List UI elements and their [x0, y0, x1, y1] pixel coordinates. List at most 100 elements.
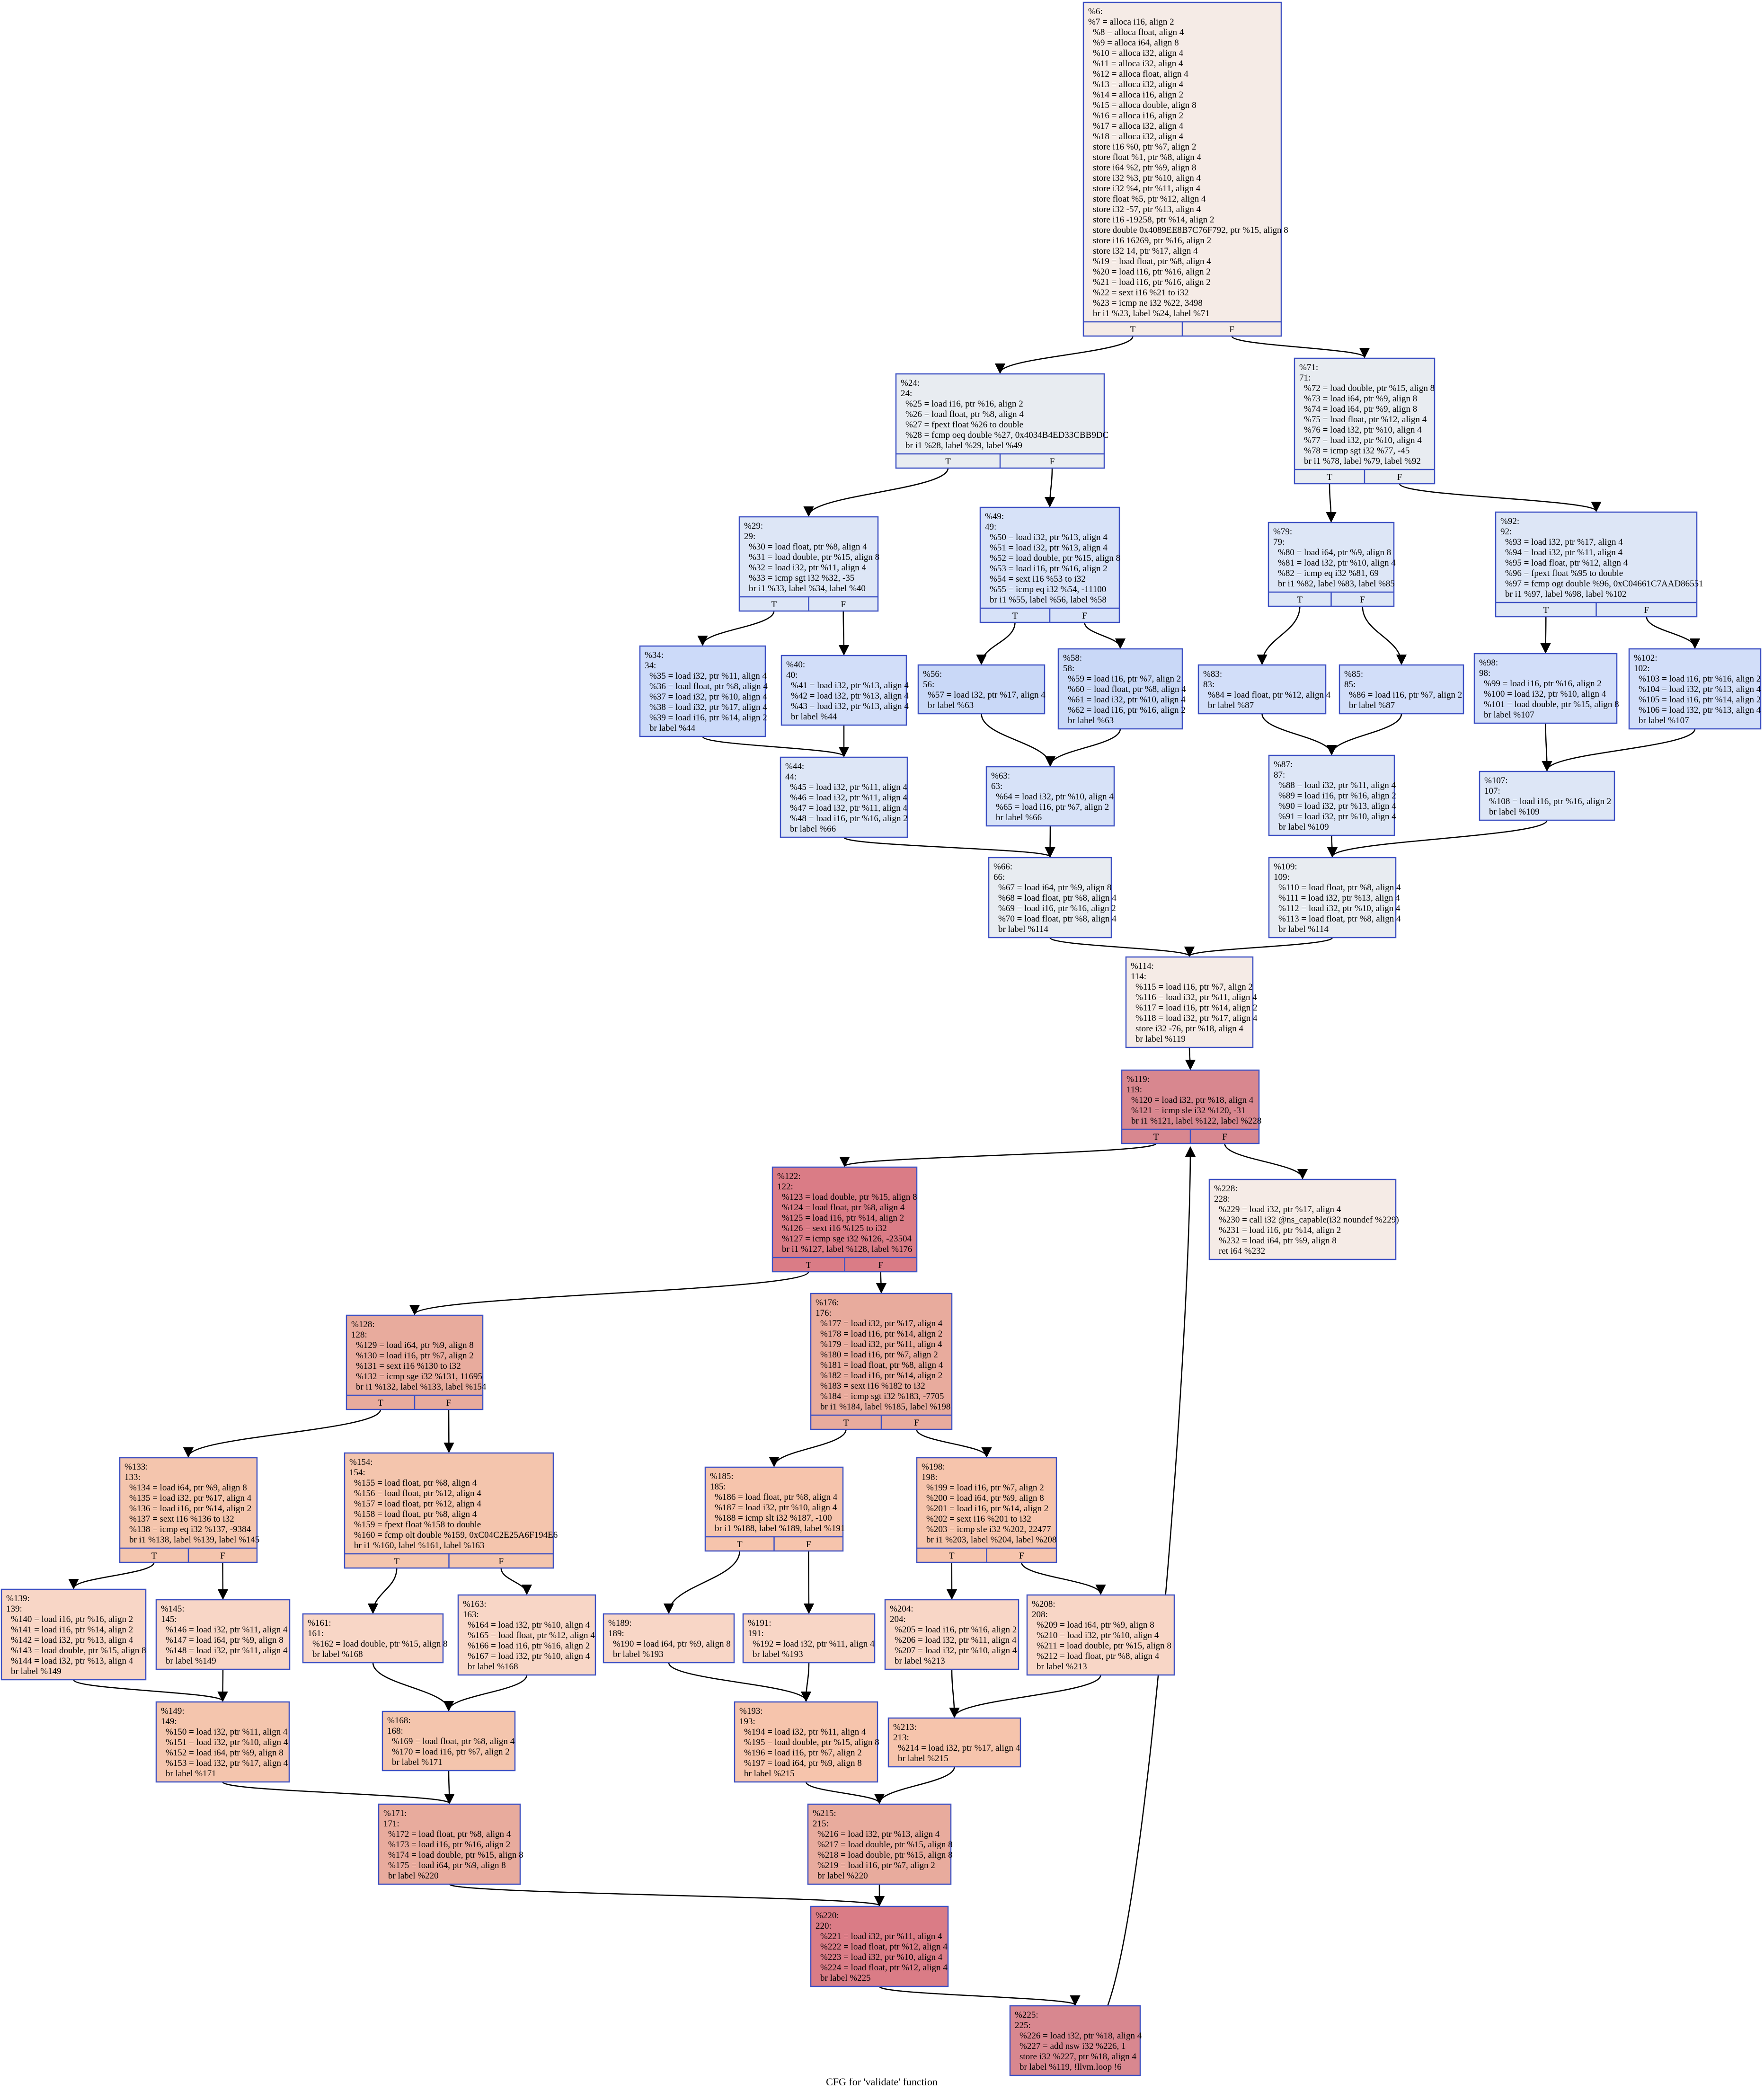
node-instruction: %67 = load i64, ptr %9, align 8 — [998, 883, 1111, 893]
node-label: %139: — [6, 1594, 30, 1604]
cfg-node-n133: %133:133:%134 = load i64, ptr %9, align … — [119, 1457, 259, 1563]
node-instruction: 92: — [1500, 527, 1512, 537]
node-instruction: br label %168 — [312, 1649, 363, 1659]
node-label: %193: — [739, 1706, 763, 1716]
node-instruction: %46 = load i32, ptr %11, align 4 — [790, 793, 908, 803]
node-instruction: %14 = alloca i16, align 2 — [1093, 90, 1183, 100]
node-instruction: %18 = alloca i32, align 4 — [1093, 132, 1184, 142]
node-label: %92: — [1500, 516, 1519, 526]
node-instruction: %202 = sext i16 %201 to i32 — [926, 1514, 1031, 1524]
false-port-label: F — [446, 1398, 452, 1408]
node-instruction: br label %44 — [791, 712, 837, 722]
cfg-edge-n193-n215 — [805, 1781, 885, 1805]
node-instruction: 44: — [785, 772, 797, 782]
node-instruction: %219 = load i16, ptr %7, align 2 — [817, 1861, 935, 1870]
node-instruction: %211 = load double, ptr %15, align 8 — [1037, 1641, 1171, 1651]
cfg-node-n128: %128:128:%129 = load i64, ptr %9, align … — [346, 1314, 487, 1410]
node-label: %114: — [1131, 961, 1154, 971]
true-port-label: T — [1297, 595, 1303, 605]
node-instruction: %129 = load i64, ptr %9, align 8 — [356, 1340, 474, 1350]
cfg-edge-n49-n58 — [1084, 622, 1126, 649]
node-instruction: %105 = load i16, ptr %14, align 2 — [1639, 695, 1761, 705]
node-instruction: 107: — [1484, 786, 1500, 796]
cfg-edge-n29-n40 — [838, 611, 850, 656]
node-instruction: %48 = load i16, ptr %16, align 2 — [790, 814, 908, 824]
cfg-node-n29: %29:29:%30 = load float, ptr %8, align 4… — [738, 516, 879, 612]
cfg-node-n208: %208:208:%209 = load i64, ptr %9, align … — [1026, 1594, 1175, 1676]
node-instruction: 29: — [744, 532, 755, 541]
node-instruction: %156 = load float, ptr %12, align 4 — [354, 1489, 481, 1498]
cfg-edge-n171-n220 — [449, 1883, 885, 1907]
cfg-edge-n79-n85 — [1362, 606, 1407, 665]
node-instruction: %136 = load i16, ptr %14, align 2 — [129, 1504, 251, 1514]
false-port-label: F — [806, 1540, 811, 1550]
cfg-node-n83: %83:83:%84 = load float, ptr %12, align … — [1197, 664, 1331, 715]
node-instruction: %175 = load i64, ptr %9, align 8 — [388, 1861, 506, 1870]
node-box — [0, 1588, 147, 1681]
node-label: %6: — [1088, 7, 1103, 17]
node-instruction: %151 = load i32, ptr %10, align 4 — [166, 1737, 288, 1747]
node-instruction: br label %215 — [744, 1769, 795, 1779]
node-instruction: br label %213 — [895, 1656, 945, 1666]
node-instruction: %117 = load i16, ptr %14, align 2 — [1135, 1003, 1258, 1013]
cfg-node-n139: %139:139:%140 = load i16, ptr %16, align… — [0, 1588, 147, 1681]
node-instruction: %100 = load i32, ptr %10, align 4 — [1484, 689, 1606, 699]
true-port-label: T — [843, 1418, 849, 1428]
node-box — [887, 1717, 1021, 1768]
node-instruction: %38 = load i32, ptr %17, align 4 — [649, 702, 767, 712]
node-instruction: %70 = load float, ptr %8, align 4 — [998, 914, 1117, 924]
node-box — [738, 516, 879, 612]
node-instruction: %184 = icmp sgt i32 %183, -7705 — [820, 1391, 944, 1401]
node-instruction: %214 = load i32, ptr %17, align 4 — [898, 1743, 1020, 1753]
node-instruction: %61 = load i32, ptr %10, align 4 — [1068, 695, 1186, 705]
false-port-label: F — [878, 1260, 883, 1270]
cfg-edge-n24-n49 — [1044, 468, 1055, 508]
cfg-node-n161: %161:161:%162 = load double, ptr %15, al… — [302, 1613, 448, 1664]
node-instruction: %11 = alloca i32, align 4 — [1093, 59, 1183, 69]
cfg-node-n56: %56:56:%57 = load i32, ptr %17, align 4b… — [917, 664, 1046, 715]
cfg-node-n171: %171:171:%172 = load float, ptr %8, alig… — [378, 1803, 523, 1885]
true-port-label: T — [771, 600, 777, 610]
cfg-node-n98: %98:98:%99 = load i16, ptr %16, align 2%… — [1473, 653, 1619, 724]
node-instruction: %226 = load i32, ptr %18, align 4 — [1019, 2031, 1142, 2041]
node-instruction: %35 = load i32, ptr %11, align 4 — [649, 671, 767, 681]
node-instruction: store i16 -19258, ptr %14, align 2 — [1093, 215, 1214, 225]
node-instruction: %93 = load i32, ptr %17, align 4 — [1505, 537, 1623, 547]
node-instruction: 40: — [786, 670, 798, 680]
cfg-node-n58: %58:58:%59 = load i16, ptr %7, align 2%6… — [1057, 648, 1186, 730]
cfg-edge-n133-n139 — [68, 1562, 155, 1590]
node-instruction: %23 = icmp ne i32 %22, 3498 — [1093, 298, 1203, 308]
node-box — [979, 506, 1120, 623]
node-instruction: %138 = icmp eq i32 %137, -9384 — [129, 1524, 251, 1534]
node-instruction: 176: — [816, 1308, 832, 1318]
node-instruction: %65 = load i16, ptr %7, align 2 — [996, 802, 1109, 812]
node-instruction: %155 = load float, ptr %8, align 4 — [354, 1478, 477, 1488]
node-instruction: %206 = load i32, ptr %11, align 4 — [895, 1635, 1017, 1645]
cfg-edge-n198-n208 — [1021, 1562, 1106, 1595]
node-instruction: %62 = load i16, ptr %16, align 2 — [1068, 705, 1186, 715]
cfg-node-n168: %168:168:%169 = load float, ptr %8, alig… — [381, 1710, 516, 1772]
node-instruction: %72 = load double, ptr %15, align 8 — [1304, 383, 1435, 393]
node-box — [457, 1594, 596, 1676]
node-instruction: br label %44 — [649, 723, 696, 733]
true-port-label: T — [945, 457, 951, 467]
node-instruction: %42 = load i32, ptr %13, align 4 — [791, 691, 909, 701]
true-port-label: T — [1153, 1132, 1159, 1142]
node-instruction: 109: — [1274, 872, 1290, 882]
true-port-label: T — [737, 1540, 743, 1550]
node-instruction: %216 = load i32, ptr %13, align 4 — [817, 1829, 940, 1839]
node-instruction: %76 = load i32, ptr %10, align 4 — [1304, 425, 1422, 435]
node-instruction: %137 = sext i16 %136 to i32 — [129, 1514, 234, 1524]
cfg-edge-n49-n56 — [976, 622, 1016, 665]
node-instruction: 189: — [608, 1629, 624, 1639]
cfg-node-n154: %154:154:%155 = load float, ptr %8, alig… — [344, 1452, 558, 1569]
cfg-node-n71: %71:71:%72 = load double, ptr %15, align… — [1294, 357, 1436, 485]
cfg-node-n198: %198:198:%199 = load i16, ptr %7, align … — [916, 1457, 1057, 1563]
node-instruction: store i32 -57, ptr %13, align 4 — [1093, 204, 1201, 214]
cfg-edge-n213-n215 — [874, 1766, 955, 1805]
node-instruction: %9 = alloca i64, align 8 — [1093, 38, 1179, 48]
node-instruction: br label %114 — [1278, 924, 1329, 934]
node-instruction: %201 = load i16, ptr %14, align 2 — [926, 1504, 1048, 1514]
node-instruction: %144 = load i32, ptr %13, align 4 — [11, 1656, 133, 1666]
